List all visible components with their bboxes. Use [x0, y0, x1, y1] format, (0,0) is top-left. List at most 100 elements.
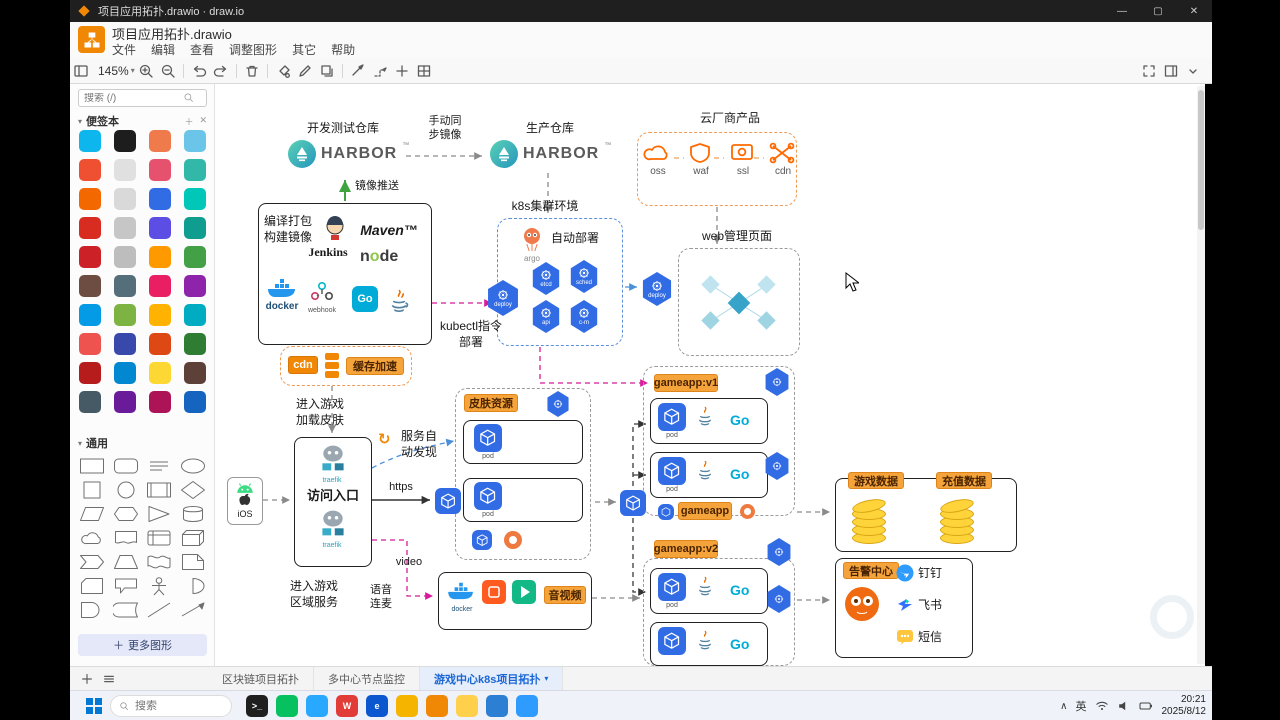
scratchpad-shape-icon[interactable]: [184, 246, 206, 268]
shape-square[interactable]: [79, 480, 105, 500]
prod-repo-label[interactable]: 生产仓库: [525, 121, 574, 135]
discovery-label[interactable]: 服务自 动发现: [400, 429, 437, 459]
scratchpad-shape-icon[interactable]: [184, 217, 206, 239]
taskbar-app-edge[interactable]: e: [366, 695, 388, 717]
scratchpad-shape-icon[interactable]: [149, 391, 171, 413]
shape-document[interactable]: [113, 528, 139, 548]
battery-icon[interactable]: [1138, 700, 1154, 712]
shape-data-storage[interactable]: [112, 600, 139, 620]
shape-and[interactable]: [79, 600, 105, 620]
scratchpad-shape-icon[interactable]: [114, 159, 136, 181]
k8s-cluster-box[interactable]: [497, 218, 623, 346]
scratchpad-shape-icon[interactable]: [79, 304, 101, 326]
skin-res-badge[interactable]: 皮肤资源: [464, 394, 518, 412]
enter-skin-label[interactable]: 进入游戏 加载皮肤: [295, 397, 344, 427]
scratchpad-shape-icon[interactable]: [114, 217, 136, 239]
scratchpad-shape-icon[interactable]: [79, 217, 101, 239]
add-page-button[interactable]: [76, 669, 98, 689]
web-admin-box[interactable]: [678, 248, 800, 356]
push-label[interactable]: 镜像推送: [355, 180, 399, 192]
menu-view[interactable]: 查看: [190, 43, 215, 57]
shape-ellipse[interactable]: [180, 456, 206, 476]
shape-callout[interactable]: [113, 576, 139, 596]
insert-button[interactable]: [391, 61, 413, 81]
recharge-badge[interactable]: 充值数据: [936, 472, 992, 489]
shadow-button[interactable]: [316, 61, 338, 81]
shape-text[interactable]: [146, 456, 172, 476]
game-data-badge[interactable]: 游戏数据: [848, 472, 904, 489]
voice-label[interactable]: 语音 连麦: [370, 584, 392, 610]
format-panel-button[interactable]: [1160, 61, 1182, 81]
cache-badge[interactable]: 缓存加速: [346, 357, 404, 375]
web-title[interactable]: web管理页面: [701, 229, 772, 243]
search-input[interactable]: [79, 92, 183, 104]
deploy-icon[interactable]: [767, 538, 791, 566]
volume-icon[interactable]: [1117, 700, 1130, 712]
tab-blockchain-topology[interactable]: 区块链项目拓扑: [208, 666, 314, 691]
shape-cloud[interactable]: [79, 528, 105, 548]
general-section-header[interactable]: ▾ 通用: [78, 436, 207, 450]
deploy-icon[interactable]: [767, 585, 791, 613]
taskbar-app-dingtalk[interactable]: [516, 695, 538, 717]
shape-triangle[interactable]: [146, 504, 172, 524]
more-shapes-button[interactable]: ＋更多图形: [78, 634, 207, 656]
scratchpad-shape-icon[interactable]: [149, 304, 171, 326]
scratchpad-shape-icon[interactable]: [79, 130, 101, 152]
zoom-out-button[interactable]: [157, 61, 179, 81]
harbor-prod-logo[interactable]: HARBOR ™: [490, 140, 611, 168]
tab-game-center-k8s[interactable]: 游戏中心k8s项目拓扑▾: [420, 666, 564, 691]
shape-actor[interactable]: [146, 576, 172, 596]
skin-res-box[interactable]: [455, 388, 591, 560]
maximize-button[interactable]: ▢: [1153, 5, 1163, 17]
wifi-icon[interactable]: [1095, 700, 1109, 712]
k8s-etcd-icon[interactable]: etcd: [532, 262, 560, 295]
taskbar-app-files[interactable]: [456, 695, 478, 717]
scratchpad-shape-icon[interactable]: [184, 130, 206, 152]
kubectl-label[interactable]: kubectl指令 部署: [439, 319, 503, 349]
shape-arrow[interactable]: [180, 600, 206, 620]
gameapp-v2-badge[interactable]: gameapp:v2: [654, 540, 718, 558]
toolbar-more-button[interactable]: [1182, 61, 1204, 81]
fullscreen-button[interactable]: [1138, 61, 1160, 81]
delete-button[interactable]: [241, 61, 263, 81]
menu-arrange[interactable]: 调整图形: [229, 43, 278, 57]
shape-card[interactable]: [79, 576, 105, 596]
cloud-title[interactable]: 云厂商产品: [699, 111, 760, 125]
shape-cylinder[interactable]: [180, 504, 206, 524]
taskbar-clock[interactable]: 20:21 2025/8/12: [1162, 694, 1207, 718]
shape-rounded-rectangle[interactable]: [113, 456, 139, 476]
zoom-caret-icon[interactable]: ▾: [130, 66, 135, 75]
scratchpad-shape-icon[interactable]: [184, 275, 206, 297]
shape-rectangle[interactable]: [79, 456, 105, 476]
scratchpad-shape-icon[interactable]: [184, 391, 206, 413]
gameapp-badge[interactable]: gameapp: [678, 502, 732, 520]
scratchpad-shape-icon[interactable]: [79, 159, 101, 181]
scratchpad-shape-icon[interactable]: [114, 333, 136, 355]
shape-line[interactable]: [146, 600, 172, 620]
fill-color-button[interactable]: [272, 61, 294, 81]
zoom-level[interactable]: 145%: [98, 63, 129, 78]
waypoint-button[interactable]: [369, 61, 391, 81]
menu-file[interactable]: 文件: [112, 43, 137, 57]
shape-or[interactable]: [180, 576, 206, 596]
undo-button[interactable]: [188, 61, 210, 81]
scratchpad-shape-icon[interactable]: [149, 217, 171, 239]
taskbar-app-chrome[interactable]: [396, 695, 418, 717]
video-label[interactable]: video: [395, 556, 423, 568]
scratchpad-shape-icon[interactable]: [149, 275, 171, 297]
shape-circle[interactable]: [113, 480, 139, 500]
taskbar-app-qq[interactable]: [306, 695, 328, 717]
scratchpad-shape-icon[interactable]: [114, 246, 136, 268]
scratchpad-shape-icon[interactable]: [114, 362, 136, 384]
shape-search[interactable]: [78, 89, 207, 107]
start-button[interactable]: [86, 698, 102, 714]
scratchpad-shape-icon[interactable]: [79, 333, 101, 355]
shape-tape[interactable]: [146, 552, 172, 572]
canvas-vertical-scrollbar[interactable]: [1197, 86, 1205, 664]
taskbar-search-input[interactable]: [135, 700, 215, 712]
scratchpad-shape-icon[interactable]: [79, 275, 101, 297]
view-panel-button[interactable]: [70, 61, 92, 81]
skin-node-icon[interactable]: [547, 391, 569, 417]
close-button[interactable]: ✕: [1189, 5, 1199, 17]
scratchpad-shape-icon[interactable]: [184, 333, 206, 355]
